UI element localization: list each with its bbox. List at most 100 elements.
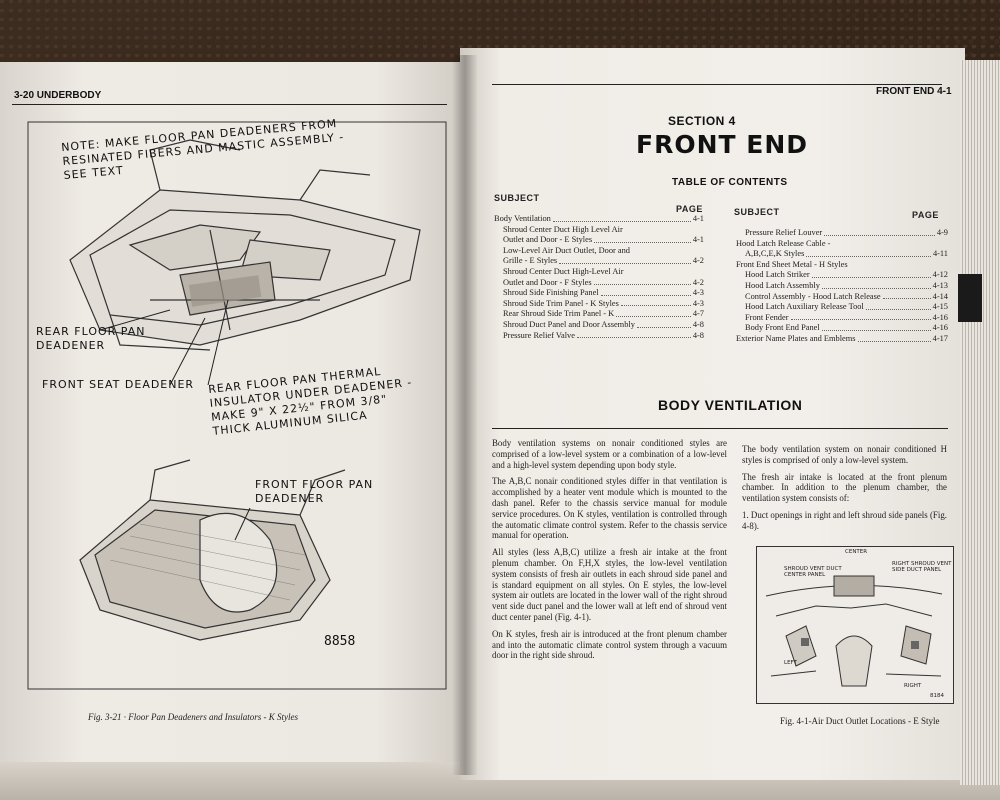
toc-leader-dots: [821, 281, 931, 289]
toc-entry-title: A,B,C,E,K Styles: [745, 249, 805, 259]
left-page-header: 3-20 UNDERBODY: [14, 90, 102, 101]
body-paragraph: 1. Duct openings in right and left shrou…: [742, 509, 947, 531]
toc-entry: Outlet and Door - E Styles 4-1: [494, 235, 704, 246]
right-header-rule: [492, 84, 942, 85]
toc-entry-page: 4-12: [932, 270, 948, 280]
body-paragraph: The body ventilation system on nonair co…: [742, 444, 947, 465]
callout-front-seat-deadener: FRONT SEAT DEADENER: [42, 378, 195, 391]
fig-label-right: RIGHT: [904, 683, 922, 689]
body-column-1: Body ventilation systems on nonair condi…: [492, 438, 727, 667]
body-paragraph: On K styles, fresh air is introduced at …: [492, 628, 727, 661]
toc-entry-page: 4-7: [692, 309, 704, 319]
toc-entry-page: 4-1: [692, 214, 704, 223]
callout-rear-floor-pan-deadener: REAR FLOOR PAN DEADENER: [36, 325, 146, 352]
fig-label-center-vent: SHROUD VENT DUCT CENTER PANEL: [784, 566, 842, 578]
toc-subject-right: SUBJECT: [734, 207, 780, 217]
callout-front-floor-pan-deadener: FRONT FLOOR PAN DEADENER: [255, 478, 374, 505]
toc-entry-title: Front End Sheet Metal - H Styles: [736, 259, 848, 269]
toc-entry-title: Front Fender: [745, 312, 789, 322]
toc-entry-page: 4-1: [692, 235, 704, 245]
toc-entry-title: Outlet and Door - F Styles: [503, 277, 592, 287]
toc-entry-page: 4-2: [692, 277, 704, 287]
toc-entry: Hood Latch Release Cable -: [736, 239, 948, 250]
left-figure-caption: Fig. 3-21 · Floor Pan Deadeners and Insu…: [88, 712, 298, 722]
toc-entry-page: 4-17: [932, 333, 948, 343]
left-page: [0, 62, 470, 762]
body-paragraph: Body ventilation systems on nonair condi…: [492, 438, 727, 470]
toc-leader-dots: [806, 249, 931, 257]
toc-subject-left: SUBJECT: [494, 193, 540, 203]
toc-entry: Hood Latch Striker 4-12: [736, 270, 948, 281]
toc-entry-title: Hood Latch Release Cable -: [736, 238, 831, 248]
body-ventilation-heading: BODY VENTILATION: [658, 397, 803, 413]
toc-entry-page: 4-8: [692, 330, 704, 340]
toc-leader-dots: [790, 313, 931, 321]
toc-entry-title: Low-Level Air Duct Outlet, Door and: [503, 245, 630, 255]
toc-entry-title: Grille - E Styles: [503, 256, 558, 266]
fig-label-center: CENTER: [845, 549, 868, 555]
section-title: FRONT END: [636, 130, 809, 159]
air-duct-illustration: [765, 575, 943, 687]
toc-entry: A,B,C,E,K Styles 4-11: [736, 249, 948, 260]
toc-page-right: PAGE: [912, 210, 939, 220]
fig-label-number: 8184: [930, 693, 944, 699]
toc-entry-title: Shroud Side Finishing Panel: [503, 288, 599, 298]
toc-leader-dots: [600, 288, 691, 296]
page-edges: [960, 60, 1000, 785]
toc-leader-dots: [824, 228, 935, 236]
toc-entry-title: Rear Shroud Side Trim Panel - K: [503, 309, 615, 319]
toc-entry-title: Hood Latch Assembly: [745, 280, 820, 290]
toc-entry: Shroud Side Finishing Panel 4-3: [494, 288, 704, 299]
toc-leader-dots: [636, 320, 691, 328]
toc-entry: Hood Latch Assembly 4-13: [736, 281, 948, 292]
fig-label-right-vent: RIGHT SHROUD VENT SIDE DUCT PANEL: [892, 561, 952, 573]
toc-entry-page: 4-3: [692, 288, 704, 298]
toc-entry-page: 4-14: [932, 291, 948, 301]
toc-leader-dots: [811, 270, 931, 278]
toc-entry-title: Shroud Center Duct High Level Air: [503, 224, 623, 234]
toc-entry-title: Hood Latch Striker: [745, 270, 810, 280]
toc-leader-dots: [857, 334, 931, 342]
toc-entry-page: 4-8: [692, 319, 704, 329]
fig-label-left: LEFT: [784, 660, 797, 666]
toc-leader-dots: [882, 292, 931, 300]
body-heading-rule: [492, 428, 948, 429]
toc-leader-dots: [821, 323, 931, 331]
toc-entry-page: 4-11: [932, 249, 948, 259]
toc-entry-title: Body Ventilation: [494, 214, 551, 223]
right-figure-caption: Fig. 4-1-Air Duct Outlet Locations - E S…: [780, 716, 940, 726]
toc-entry-page: 4-13: [932, 280, 948, 290]
toc-entry: Rear Shroud Side Trim Panel - K 4-7: [494, 309, 704, 320]
body-paragraph: The A,B,C nonair conditioned styles diff…: [492, 476, 727, 541]
book-gutter: [452, 55, 478, 775]
floor-pan-illustration: [27, 121, 447, 690]
toc-entry: Low-Level Air Duct Outlet, Door and: [494, 246, 704, 257]
toc-leader-dots: [593, 278, 691, 286]
body-paragraph: The fresh air intake is located at the f…: [742, 471, 947, 504]
section-tab-marker: [958, 274, 982, 322]
toc-entry: Shroud Center Duct High-Level Air: [494, 267, 704, 278]
toc-leader-dots: [620, 299, 691, 307]
toc-entry: Outlet and Door - F Styles 4-2: [494, 278, 704, 289]
toc-leader-dots: [865, 302, 931, 310]
toc-page-left: PAGE: [676, 204, 703, 214]
left-figure-number: 8858: [324, 634, 356, 649]
toc-entry-page: 4-9: [936, 228, 948, 237]
toc-entry-title: Hood Latch Auxiliary Release Tool: [745, 302, 864, 312]
toc-entry: Body Ventilation 4-1: [494, 214, 704, 225]
toc-entry-title: Outlet and Door - E Styles: [503, 235, 593, 245]
toc-entry-title: Shroud Side Trim Panel - K Styles: [503, 298, 619, 308]
toc-leader-dots: [552, 214, 691, 222]
toc-entry-title: Shroud Center Duct High-Level Air: [503, 266, 624, 276]
toc-entry-page: 4-16: [932, 323, 948, 333]
